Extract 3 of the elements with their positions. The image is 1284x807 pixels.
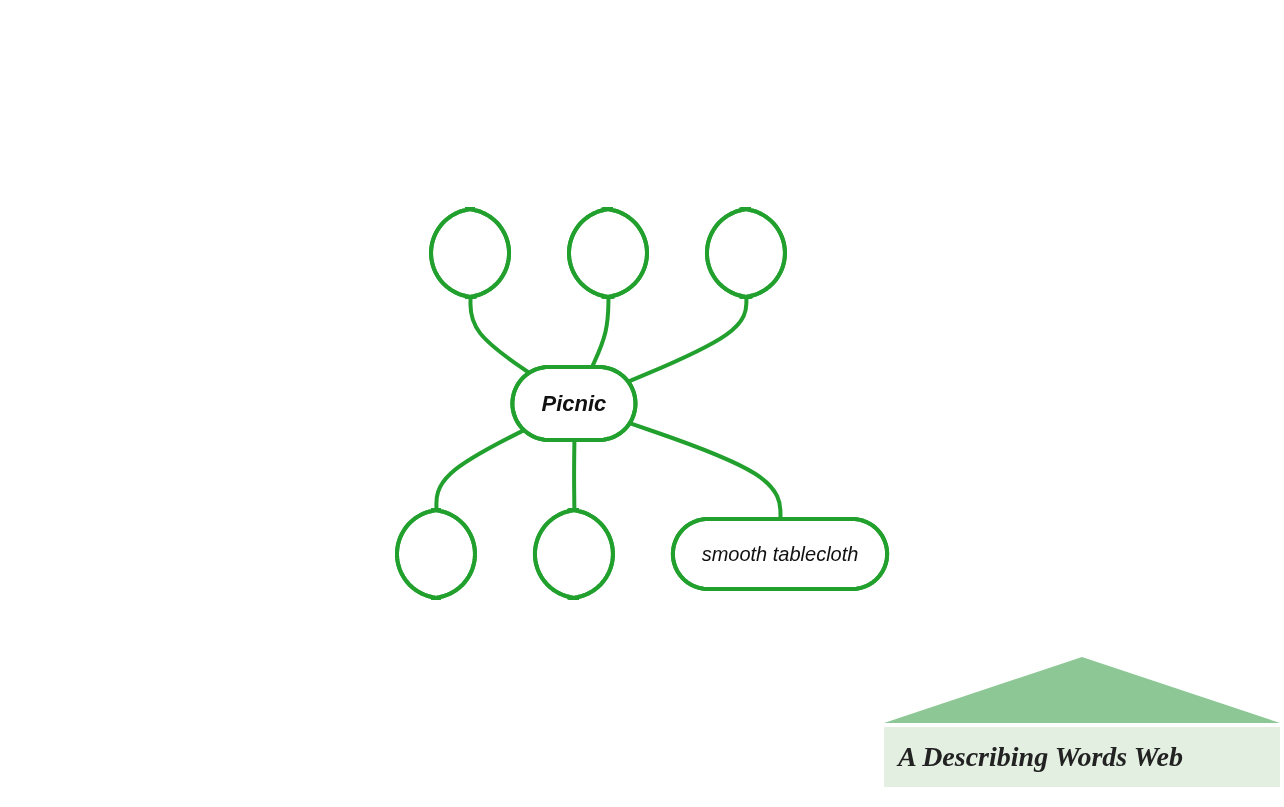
connector: [572, 440, 577, 511]
connector: [434, 428, 525, 511]
note-text: A Describing Words Web: [898, 741, 1184, 773]
